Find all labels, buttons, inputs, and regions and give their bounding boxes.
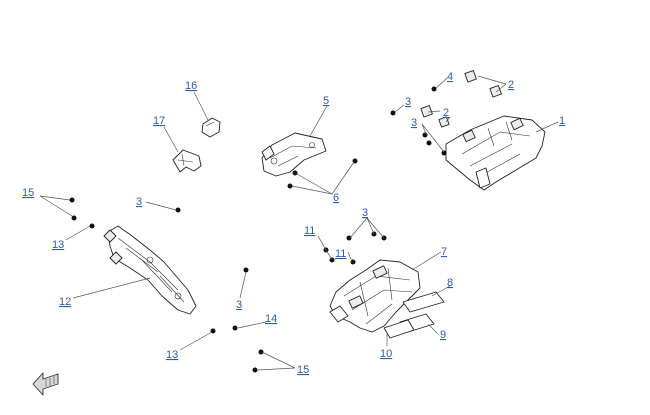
part-12-side-bracket xyxy=(103,225,197,315)
callout-3[interactable]: 3 xyxy=(362,207,368,219)
callout-2[interactable]: 2 xyxy=(508,79,514,91)
part-1-bolts xyxy=(390,86,447,156)
leader-lines xyxy=(39,75,559,371)
callout-labels: 1 2 2 3 3 3 3 3 4 5 6 7 8 9 10 11 11 12 … xyxy=(22,71,565,376)
callout-11[interactable]: 11 xyxy=(304,225,315,237)
callout-9[interactable]: 9 xyxy=(440,329,446,341)
callout-14[interactable]: 14 xyxy=(265,313,277,325)
callout-17[interactable]: 17 xyxy=(153,115,165,127)
callout-4[interactable]: 4 xyxy=(447,71,453,83)
callout-10[interactable]: 10 xyxy=(380,348,392,360)
callout-3[interactable]: 3 xyxy=(411,117,417,129)
part-5-bracket xyxy=(261,132,327,177)
callout-8[interactable]: 8 xyxy=(447,277,453,289)
part-10-pad xyxy=(383,319,415,339)
callout-7[interactable]: 7 xyxy=(441,246,447,258)
callout-15[interactable]: 15 xyxy=(22,187,34,199)
part-2-clips xyxy=(420,70,502,128)
back-arrow-icon[interactable] xyxy=(32,372,59,396)
callout-6[interactable]: 6 xyxy=(333,192,339,204)
callout-13[interactable]: 13 xyxy=(52,239,64,251)
callout-11[interactable]: 11 xyxy=(335,248,346,260)
part-8-plate xyxy=(402,291,445,313)
callout-2[interactable]: 2 xyxy=(443,107,449,119)
callout-15[interactable]: 15 xyxy=(297,364,309,376)
callout-13[interactable]: 13 xyxy=(166,349,178,361)
callout-3[interactable]: 3 xyxy=(136,196,142,208)
part-7-frame-bracket xyxy=(329,259,421,333)
callout-3[interactable]: 3 xyxy=(405,96,411,108)
callout-3[interactable]: 3 xyxy=(236,299,242,311)
callout-5[interactable]: 5 xyxy=(323,95,329,107)
part-17-bracket xyxy=(172,149,202,173)
part-16-clip xyxy=(201,117,221,138)
callout-1[interactable]: 1 xyxy=(559,115,565,127)
fastener-bolts xyxy=(69,158,387,373)
callout-16[interactable]: 16 xyxy=(185,80,197,92)
callout-12[interactable]: 12 xyxy=(59,296,71,308)
part-1-plate xyxy=(445,115,546,191)
